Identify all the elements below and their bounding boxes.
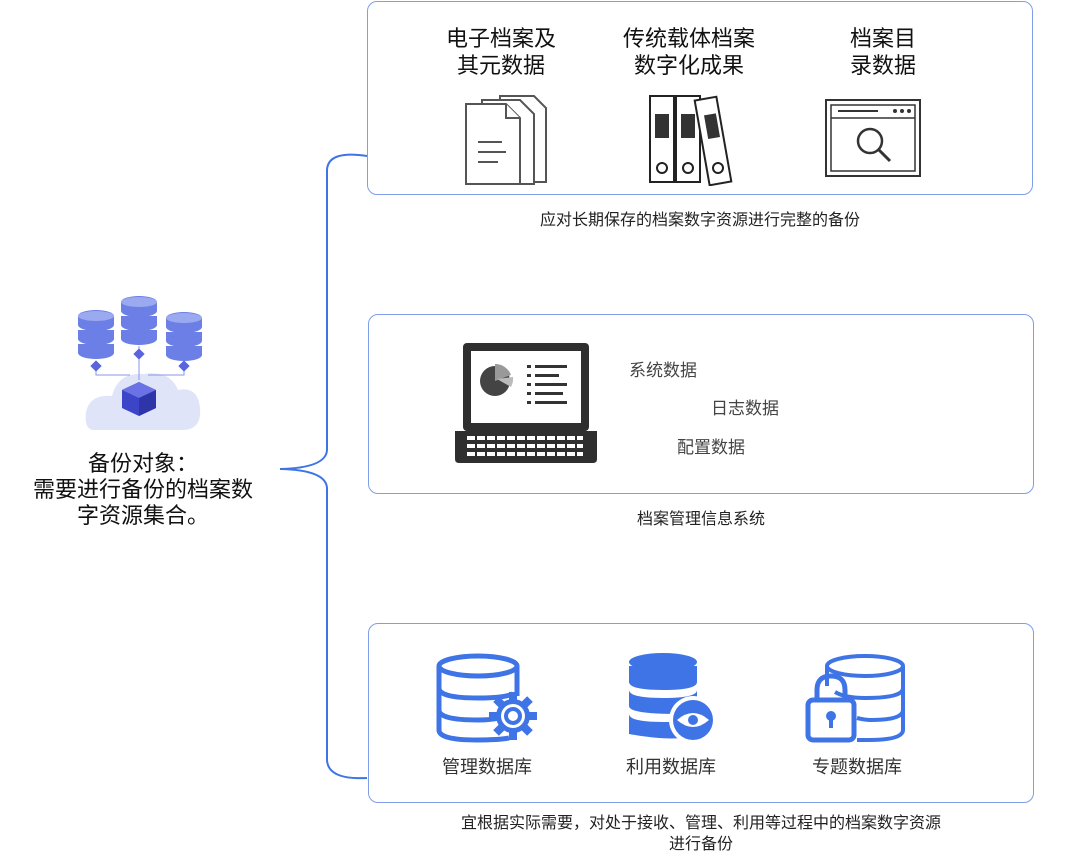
backup-object-line1: 备份对象： bbox=[87, 452, 198, 477]
panel-middle-caption: 档案管理信息系统 bbox=[636, 509, 765, 528]
laptop-chart-icon bbox=[455, 343, 597, 463]
catalog-data-line2: 录数据 bbox=[849, 54, 916, 79]
documents-icon bbox=[465, 95, 547, 185]
electronic-archives-title: 电子档案及 其元数据 bbox=[416, 26, 586, 80]
log-data-label: 日志数据 bbox=[711, 399, 779, 419]
config-data-label: 配置数据 bbox=[677, 438, 745, 458]
database-eye-icon bbox=[629, 653, 717, 744]
server-cloud-cube-icon bbox=[78, 296, 202, 430]
panel-archive-resources: 电子档案及 其元数据 传统载体档案 数字化成果 档案目 录数据 bbox=[367, 1, 1033, 195]
catalog-data-title: 档案目 录数据 bbox=[798, 26, 968, 80]
catalog-data-line1: 档案目 bbox=[849, 27, 916, 52]
panel-bottom-caption: 宜根据实际需要，对处于接收、管理、利用等过程中的档案数字资源 进行备份 bbox=[368, 812, 1034, 854]
panel-top-caption: 应对长期保存的档案数字资源进行完整的备份 bbox=[539, 210, 860, 229]
panel-bottom-caption-line1: 宜根据实际需要，对处于接收、管理、利用等过程中的档案数字资源 bbox=[460, 813, 941, 832]
backup-object-group: 备份对象： 需要进行备份的档案数 字资源集合。 bbox=[0, 290, 280, 550]
browser-search-icon bbox=[825, 99, 921, 177]
digitized-archives-line1: 传统载体档案 bbox=[622, 27, 755, 52]
panel-bottom-caption-line2: 进行备份 bbox=[668, 834, 733, 853]
management-db-label: 管理数据库 bbox=[442, 757, 532, 778]
panel-databases: 管理数据库 利用数据库 专题数据库 bbox=[368, 623, 1034, 803]
database-gear-icon bbox=[436, 653, 537, 743]
electronic-archives-line1: 电子档案及 bbox=[445, 27, 556, 52]
digitized-archives-title: 传统载体档案 数字化成果 bbox=[604, 26, 774, 80]
panel-management-system: 系统数据 日志数据 配置数据 bbox=[368, 314, 1034, 494]
binders-icon bbox=[649, 95, 733, 186]
backup-object-line3: 字资源集合。 bbox=[76, 504, 209, 529]
database-lock-icon bbox=[805, 654, 905, 743]
digitized-archives-line2: 数字化成果 bbox=[633, 54, 744, 79]
backup-object-line2: 需要进行备份的档案数 bbox=[32, 478, 253, 503]
thematic-db-label: 专题数据库 bbox=[812, 757, 902, 778]
system-data-label: 系统数据 bbox=[629, 361, 697, 381]
utilization-db-label: 利用数据库 bbox=[626, 757, 716, 778]
electronic-archives-line2: 其元数据 bbox=[456, 54, 545, 79]
backup-object-title: 备份对象： 需要进行备份的档案数 字资源集合。 bbox=[8, 452, 278, 530]
bracket-connector bbox=[279, 153, 368, 780]
